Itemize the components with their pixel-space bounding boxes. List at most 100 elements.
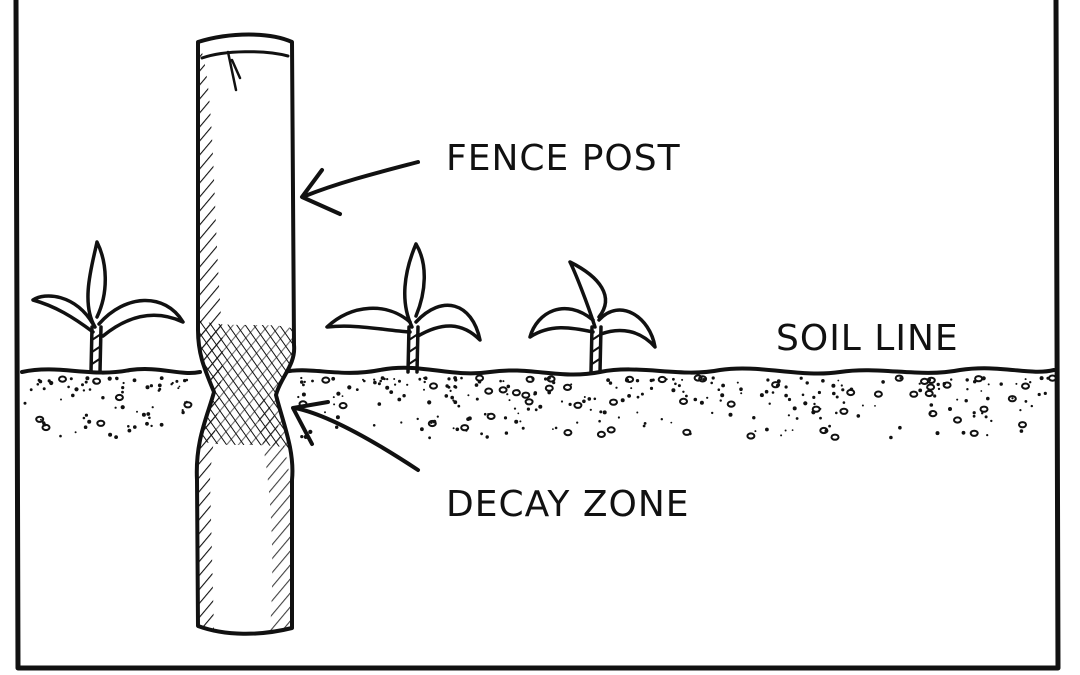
soil-particle <box>874 405 876 407</box>
soil-particle <box>514 419 519 424</box>
soil-particle <box>82 389 86 392</box>
soil-particle <box>856 414 861 418</box>
soil-particle <box>861 404 864 407</box>
soil-particle <box>84 413 88 417</box>
soil-particle <box>587 397 592 401</box>
soil-particle <box>460 424 470 432</box>
soil-particle <box>1024 378 1027 381</box>
soil-particle <box>432 419 437 424</box>
soil-particle <box>525 375 535 383</box>
soil-particle <box>909 390 919 398</box>
soil-particle <box>427 419 437 428</box>
soil-particle <box>787 397 792 402</box>
soil-particle <box>602 410 607 415</box>
soil-particle <box>423 380 426 384</box>
arrow-to-decay-zone <box>291 400 420 472</box>
soil-particle <box>625 375 635 383</box>
soil-particle <box>1024 400 1028 403</box>
soil-particle <box>122 381 125 385</box>
soil-particle <box>427 400 432 405</box>
soil-particle <box>453 400 458 405</box>
soil-particle <box>801 393 805 397</box>
soil-particle <box>950 378 953 381</box>
soil-particle <box>589 408 592 411</box>
seedling-plant <box>528 260 657 374</box>
soil-particle <box>640 392 644 396</box>
soil-particle <box>394 383 397 386</box>
soil-particle <box>828 424 831 428</box>
soil-particle <box>101 396 105 400</box>
soil-particle <box>175 379 179 383</box>
soil-particle <box>819 426 829 435</box>
soil-particle <box>682 390 685 393</box>
soil-particle <box>986 396 990 401</box>
soil-particle <box>474 383 479 387</box>
soil-particle <box>570 383 573 386</box>
soil-particle <box>811 405 821 413</box>
soil-particle <box>948 407 952 411</box>
soil-particle <box>717 388 721 392</box>
soil-particle <box>418 377 422 381</box>
soil-particle <box>617 416 621 419</box>
soil-particle <box>59 434 62 438</box>
soil-particle <box>23 401 27 405</box>
soil-particle <box>475 374 485 382</box>
soil-particle <box>849 387 854 392</box>
soil-particle <box>457 404 461 408</box>
soil-particle <box>508 399 511 402</box>
soil-particle <box>841 388 845 392</box>
soil-particle <box>406 383 409 386</box>
soil-particle <box>82 416 86 420</box>
soil-particle <box>423 377 425 379</box>
soil-particle <box>377 382 381 386</box>
soil-particle <box>787 414 791 417</box>
soil-particle <box>517 412 520 415</box>
soil-particle <box>355 388 359 391</box>
soil-particle <box>784 429 787 432</box>
soil-particle <box>335 425 339 429</box>
soil-particle <box>813 402 816 406</box>
soil-particle <box>671 388 676 393</box>
soil-particle <box>568 402 572 406</box>
soil-particle <box>297 395 300 399</box>
soil-particle <box>436 415 439 418</box>
soil-particle <box>672 377 675 381</box>
soil-particle <box>385 385 390 390</box>
soil-particle <box>552 428 554 430</box>
soil-particle <box>754 430 757 433</box>
soil-particle <box>538 404 543 409</box>
seedling-plant <box>31 240 185 374</box>
soil-particle <box>534 408 538 412</box>
soil-particle <box>47 379 51 383</box>
soil-particle <box>710 381 713 385</box>
soil-particle <box>74 431 77 434</box>
soil-particle <box>535 393 537 396</box>
soil-particle <box>840 384 843 387</box>
soil-particle <box>636 395 640 399</box>
soil-particle <box>805 381 809 385</box>
soil-particle <box>454 385 458 389</box>
soil-particle <box>389 390 394 394</box>
soil-particle <box>506 393 509 396</box>
soil-particle <box>771 381 781 389</box>
soil-particle <box>546 375 556 383</box>
soil-particle <box>721 383 725 388</box>
soil-particle <box>519 420 522 423</box>
soil-particle <box>380 376 385 380</box>
soil-particle <box>141 412 146 417</box>
soil-particle <box>132 378 137 383</box>
soil-particle <box>303 380 306 384</box>
soil-particle <box>1030 404 1034 408</box>
soil-particle <box>58 375 67 383</box>
soil-particle <box>502 380 505 383</box>
soil-particle <box>516 389 520 392</box>
soil-particle <box>1029 381 1032 384</box>
soil-particle <box>936 382 940 387</box>
soil-particle <box>149 384 153 388</box>
soil-particle <box>986 434 989 437</box>
soil-particle <box>1039 376 1044 381</box>
soil-particle <box>428 436 431 440</box>
soil-particle <box>752 416 756 420</box>
soil-particle <box>81 383 84 387</box>
